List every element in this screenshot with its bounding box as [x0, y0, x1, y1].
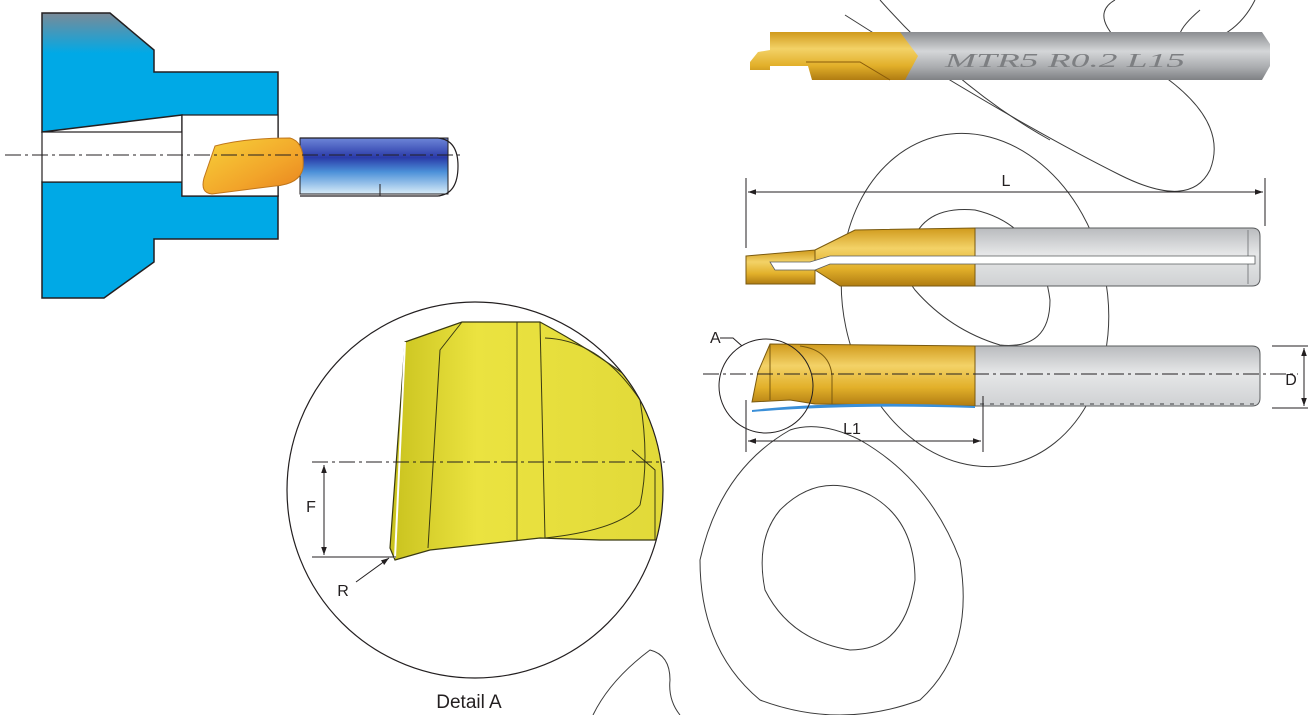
- top-view-coated-head: [751, 343, 976, 407]
- tool-photo-coated-head: [750, 32, 918, 80]
- boring-insert: [202, 137, 304, 195]
- workpiece-lower-half: [41, 181, 279, 299]
- shank-marking: MTR5 R0.2 L15: [943, 50, 1185, 72]
- label-L1: L1: [843, 421, 861, 438]
- bore-clearance: [41, 131, 183, 183]
- tool-photo: MTR5 R0.2 L15: [750, 32, 1270, 81]
- label-D: D: [1285, 372, 1297, 389]
- label-A: A: [710, 330, 721, 347]
- top-view-blue-edge: [752, 403, 975, 412]
- tool-side-view: L: [745, 173, 1266, 287]
- boring-bar: [299, 137, 449, 195]
- leader-R: [355, 557, 390, 583]
- detail-a-view: F R Detail A: [286, 301, 665, 713]
- label-L: L: [1002, 173, 1011, 190]
- workpiece-section: [5, 12, 462, 299]
- detail-marker-circle: [718, 338, 814, 434]
- detail-insert-body: [389, 321, 663, 561]
- detail-a-circle: [286, 301, 664, 679]
- label-F: F: [306, 499, 316, 516]
- tool-top-view: D L1 A: [703, 330, 1308, 452]
- label-R: R: [337, 583, 349, 600]
- tool-photo-shank: [880, 32, 1270, 80]
- side-view-groove: [769, 255, 1256, 271]
- detail-a-caption: Detail A: [436, 692, 502, 713]
- top-view-shank: [974, 345, 1261, 407]
